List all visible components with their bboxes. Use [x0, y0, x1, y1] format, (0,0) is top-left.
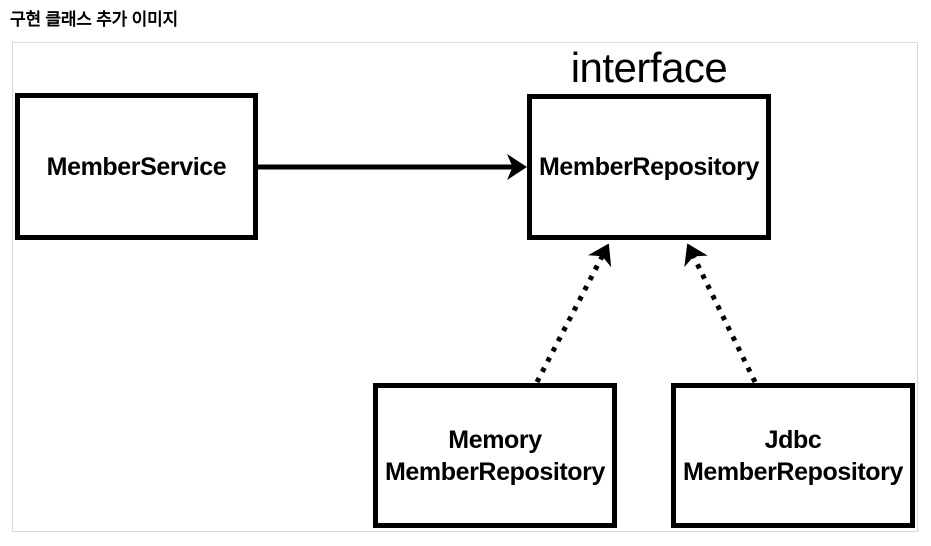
node-member-repository-label: MemberRepository [538, 153, 760, 181]
node-member-service: MemberService [15, 93, 258, 240]
implements-arrow-memory-to-memberrepository [534, 243, 612, 384]
interface-stereotype-label: interface [570, 44, 728, 91]
node-member-repository: MemberRepository [527, 94, 771, 240]
page-title: 구현 클래스 추가 이미지 [10, 10, 178, 29]
node-jdbc-member-repository: Jdbc MemberRepository [671, 383, 915, 528]
node-jdbc-member-repository-label-line2: MemberRepository [682, 457, 904, 486]
node-jdbc-member-repository-label-line1: Jdbc [764, 425, 822, 454]
node-memory-member-repository: Memory MemberRepository [373, 383, 617, 528]
node-memory-member-repository-label-line1: Memory [448, 425, 542, 454]
implements-arrow-jdbc-to-memberrepository [684, 243, 758, 384]
arrows-layer [258, 154, 758, 384]
node-memory-member-repository-label-line2: MemberRepository [384, 457, 606, 486]
diagram-frame: interface MemberService MemberRepository… [12, 42, 918, 532]
node-member-service-label: MemberService [46, 152, 227, 181]
